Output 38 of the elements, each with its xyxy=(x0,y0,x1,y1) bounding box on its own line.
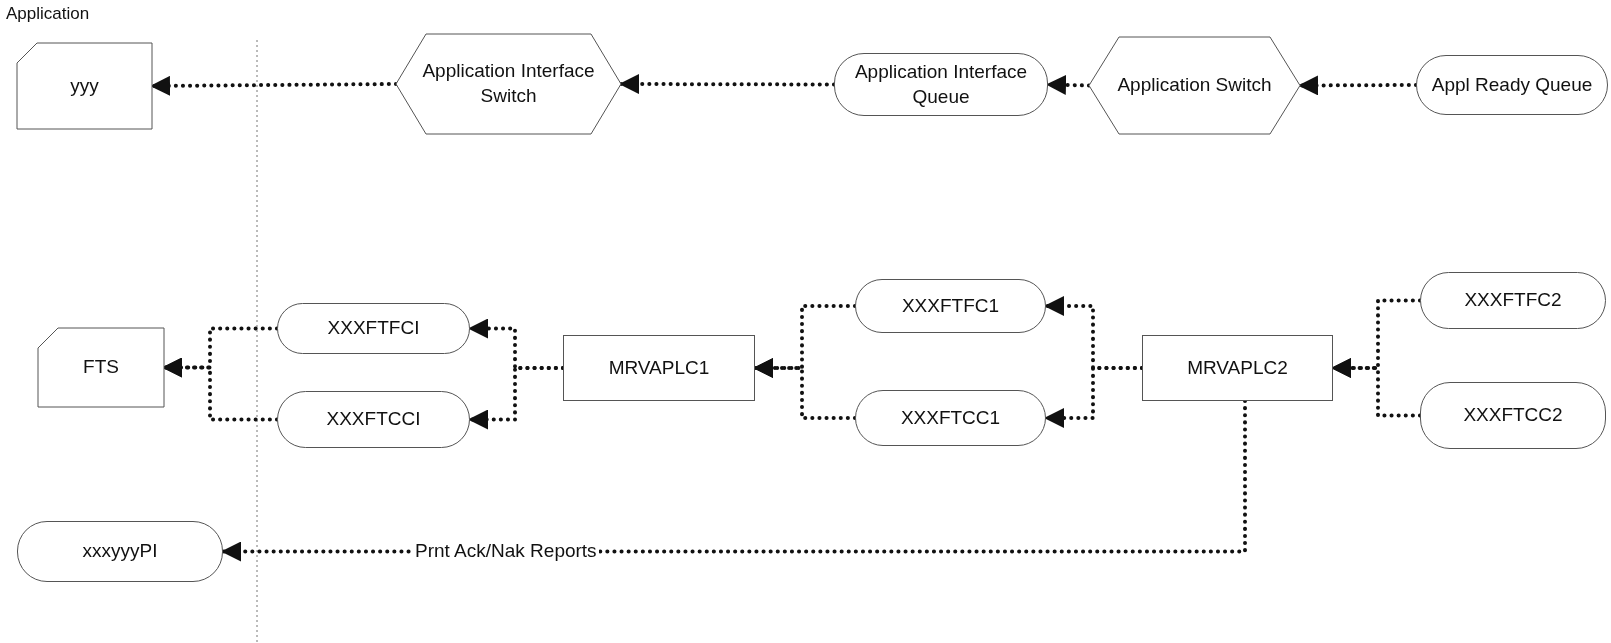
dotted-arrow xyxy=(619,74,836,95)
node-label: xxxyyyPI xyxy=(81,539,159,564)
section-label: Application xyxy=(4,4,92,24)
dotted-arrow xyxy=(1044,366,1144,428)
process-box xyxy=(1142,335,1333,401)
queue-box xyxy=(855,390,1046,446)
dotted-arrow xyxy=(753,358,857,420)
node-label: XXXFTFCI xyxy=(326,316,421,341)
queue-box xyxy=(17,521,223,582)
node-label: XXXFTCC2 xyxy=(1462,403,1564,428)
document-card xyxy=(38,328,164,407)
node-label: Appl Ready Queue xyxy=(1430,72,1594,97)
process-hexagon xyxy=(396,34,621,134)
dotted-arrow xyxy=(1046,74,1091,95)
node-label: XXXFTFC2 xyxy=(1463,288,1563,313)
queue-box xyxy=(855,279,1046,333)
process-hexagon xyxy=(1089,37,1300,134)
node-label: XXXFTFC1 xyxy=(900,293,1001,318)
node-label: Application Interface Queue xyxy=(853,59,1029,109)
node-label: yyy xyxy=(69,73,100,98)
queue-box xyxy=(1420,272,1606,329)
node-label: Application Switch xyxy=(1116,73,1273,98)
node-label: XXXFTCCI xyxy=(325,407,422,432)
queue-box xyxy=(1416,55,1608,115)
dotted-arrow xyxy=(468,366,565,430)
document-card xyxy=(17,43,152,129)
node-label: Application Interface Switch xyxy=(421,59,596,108)
queue-box xyxy=(277,391,470,448)
queue-box xyxy=(1420,382,1606,449)
queue-box xyxy=(277,303,470,354)
dotted-arrow xyxy=(1331,358,1422,418)
node-label: MRVAPLC2 xyxy=(1186,355,1289,380)
node-label: MRVAPLC1 xyxy=(607,355,711,380)
process-box xyxy=(563,335,755,401)
node-label: XXXFTCC1 xyxy=(899,405,1002,430)
node-label: FTS xyxy=(82,355,120,380)
dotted-arrow xyxy=(1298,75,1418,96)
queue-box xyxy=(834,53,1048,116)
